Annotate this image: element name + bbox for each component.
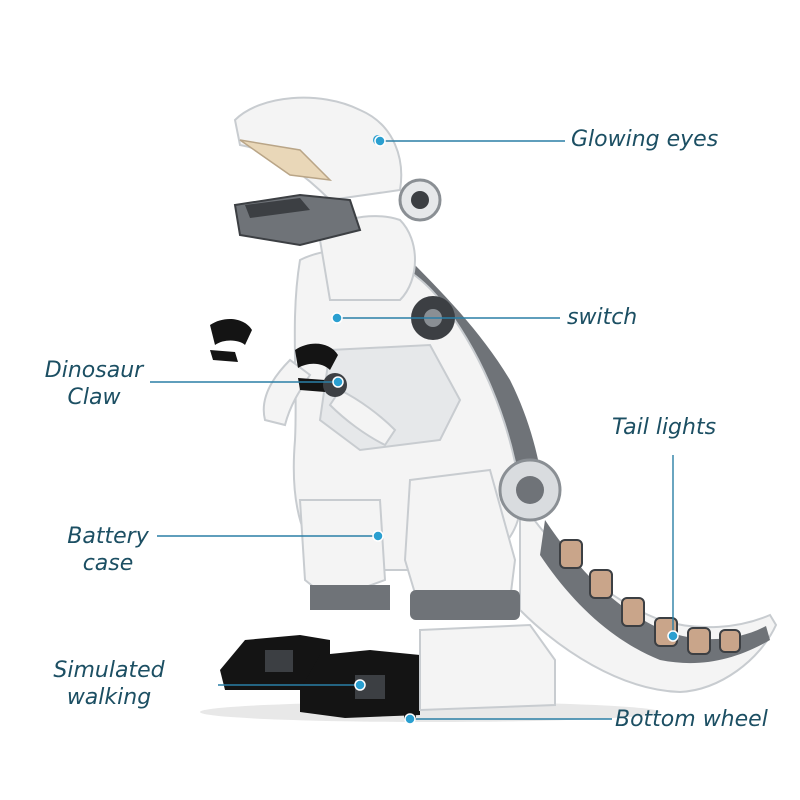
claw <box>298 378 325 392</box>
callout-tail-lights: Tail lights <box>612 415 717 440</box>
marker-switch <box>331 312 343 324</box>
marker-glowing-eyes <box>374 135 386 147</box>
claw <box>210 350 238 362</box>
eye-lens <box>411 191 429 209</box>
tail-light <box>687 627 711 655</box>
callout-switch: switch <box>567 305 638 330</box>
callout-dinosaur-claw: Dinosaur Claw <box>32 357 156 411</box>
leader-lines <box>150 140 674 720</box>
claw <box>295 343 338 370</box>
callout-battery-case-line2: case <box>82 551 134 576</box>
tail <box>519 496 778 694</box>
callout-dinosaur-claw-line1: Dinosaur <box>44 358 144 383</box>
tail-light <box>621 597 645 627</box>
tail-body <box>519 496 778 694</box>
callout-battery-case-line1: Battery <box>67 524 149 549</box>
right-arm <box>295 343 397 447</box>
foot-detail <box>265 650 293 672</box>
lower-teeth <box>245 198 310 218</box>
leg-armor <box>410 590 520 620</box>
marker-simulated-walking <box>354 679 366 691</box>
marker-battery-case <box>372 530 384 542</box>
arm-upper <box>328 388 397 447</box>
tail-light <box>589 569 613 599</box>
callout-markers <box>331 135 679 725</box>
tail-lights <box>559 539 741 655</box>
marker-tail-lights <box>667 630 679 642</box>
callout-glowing-eyes: Glowing eyes <box>571 127 719 152</box>
callout-simulated-walking-line1: Simulated <box>53 658 165 683</box>
foot-base <box>419 623 556 712</box>
leg-armor <box>310 585 390 610</box>
callout-bottom-wheel: Bottom wheel <box>615 707 768 732</box>
hip-joint-center <box>516 476 544 504</box>
marker-bottom-wheel <box>404 713 416 725</box>
tail-light <box>559 539 583 569</box>
callout-simulated-walking-line2: walking <box>66 685 152 710</box>
callout-dinosaur-claw-line2: Claw <box>67 385 121 410</box>
marker-dinosaur-claw <box>332 376 344 388</box>
tail-light <box>719 629 741 653</box>
callout-battery-case: Battery case <box>52 523 164 577</box>
claw <box>210 318 252 345</box>
upper-teeth <box>239 139 333 182</box>
callout-simulated-walking: Simulated walking <box>40 657 178 711</box>
